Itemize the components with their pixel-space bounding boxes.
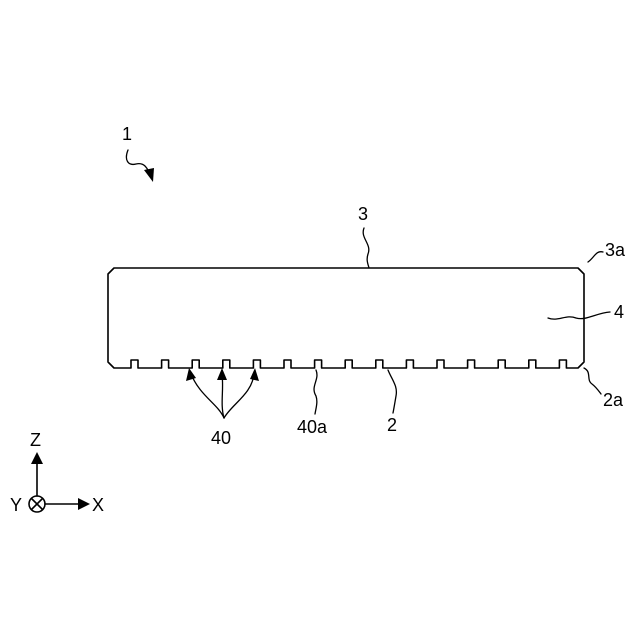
groove-arrow-right xyxy=(224,374,254,418)
label-upper-layer: 3 xyxy=(358,204,368,224)
axis-indicator: Z Y X xyxy=(10,430,104,515)
label-device: 1 xyxy=(122,124,132,144)
groove-arrow-left xyxy=(191,374,224,418)
device-arrowhead xyxy=(144,168,154,182)
axis-label-z: Z xyxy=(30,430,41,450)
x-axis-arrowhead xyxy=(78,498,90,510)
upper-corner-leader xyxy=(588,252,603,262)
label-groove-bottom: 40a xyxy=(297,417,328,437)
label-lower-layer: 2 xyxy=(387,415,397,435)
axis-label-x: X xyxy=(92,495,104,515)
label-grooves: 40 xyxy=(211,428,231,448)
upper-layer-leader xyxy=(363,228,369,268)
groove-arrow-middle xyxy=(222,374,224,418)
lower-layer-leader xyxy=(388,370,396,413)
label-lower-corner: 2a xyxy=(603,390,624,410)
label-middle-layer: 4 xyxy=(614,302,624,322)
groove-arrowhead-left xyxy=(186,368,196,381)
groove-arrowhead-right xyxy=(250,368,259,381)
lower-corner-leader xyxy=(584,368,601,394)
groove-arrowhead-middle xyxy=(217,368,227,380)
label-upper-corner: 3a xyxy=(605,240,626,260)
axis-label-y: Y xyxy=(10,495,22,515)
middle-layer-leader xyxy=(548,312,610,319)
block-outline xyxy=(108,268,584,368)
z-axis-arrowhead xyxy=(31,452,43,464)
groove-bottom-leader xyxy=(314,370,317,414)
